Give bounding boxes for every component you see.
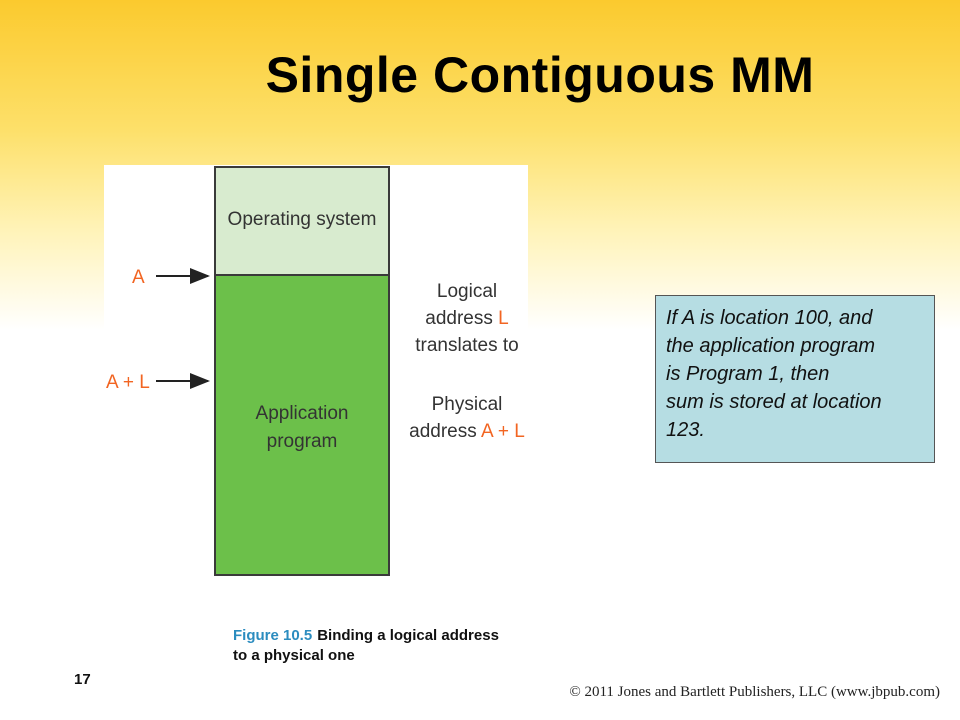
right-line3: translates to bbox=[415, 335, 519, 356]
note-line: is Program 1, then bbox=[666, 363, 830, 385]
note-line: sum is stored at location bbox=[666, 391, 882, 413]
memory-diagram-svg: Operating system Application program A A… bbox=[106, 166, 525, 576]
right-line5-prefix: address bbox=[409, 421, 481, 442]
right-line4: Physical bbox=[432, 394, 503, 415]
right-line1: Logical bbox=[437, 281, 497, 302]
note-line: If A is location 100, and bbox=[666, 307, 873, 329]
right-line2-var: L bbox=[498, 308, 509, 329]
right-line5-var: A + L bbox=[481, 421, 525, 442]
app-label-line1: Application bbox=[256, 403, 349, 424]
app-block bbox=[214, 274, 390, 576]
right-line5: address A + L bbox=[409, 421, 525, 442]
right-line2: address L bbox=[425, 308, 508, 329]
arrow-a-label: A bbox=[132, 267, 145, 288]
right-line2-prefix: address bbox=[425, 308, 498, 329]
page-number: 17 bbox=[74, 671, 91, 688]
caption-line1: Binding a logical address bbox=[317, 627, 499, 644]
memory-diagram: Operating system Application program A A… bbox=[104, 165, 528, 581]
note-box: If A is location 100, and the applicatio… bbox=[655, 295, 935, 463]
note-line: the application program bbox=[666, 335, 876, 357]
figure-number: Figure 10.5 bbox=[233, 627, 313, 644]
arrow-al-label: A + L bbox=[106, 372, 150, 393]
note-line: 123. bbox=[666, 419, 705, 441]
copyright-notice: © 2011 Jones and Bartlett Publishers, LL… bbox=[569, 684, 940, 700]
app-label-line2: program bbox=[267, 431, 338, 452]
os-block bbox=[214, 166, 390, 276]
caption-line2: to a physical one bbox=[233, 647, 355, 664]
os-label: Operating system bbox=[228, 209, 377, 230]
slide-title: Single Contiguous MM bbox=[265, 47, 815, 103]
